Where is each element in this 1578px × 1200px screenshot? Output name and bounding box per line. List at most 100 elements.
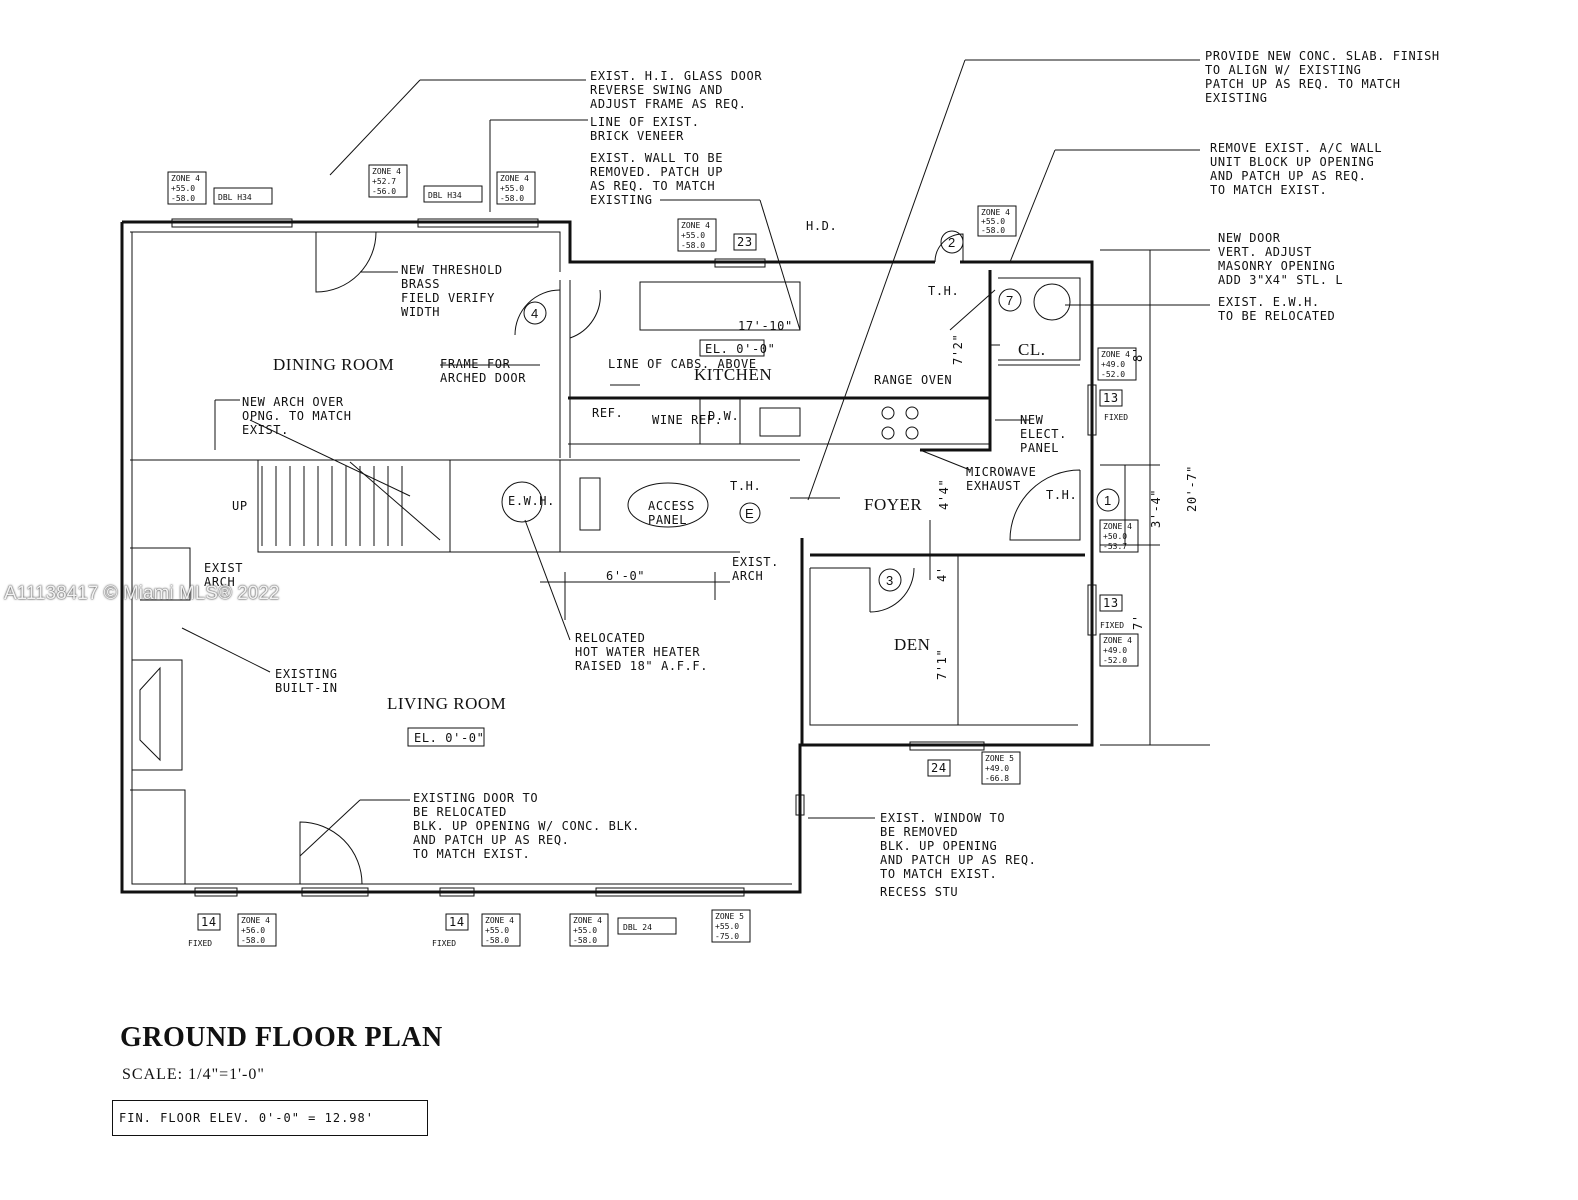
zone-tag: ZONE 4: [500, 174, 529, 183]
kitchen-counter: [699, 398, 919, 444]
zone-tag: -58.0: [681, 241, 705, 250]
zone-tag: +49.0: [985, 764, 1009, 773]
svg-text:PANEL: PANEL: [648, 513, 687, 527]
svg-text:REMOVE EXIST. A/C WALL: REMOVE EXIST. A/C WALL: [1210, 141, 1382, 155]
window-tag-14a: 14: [201, 915, 217, 929]
zone-tag: -52.0: [1101, 370, 1125, 379]
zone-tag: ZONE 4: [372, 167, 401, 176]
svg-text:TO MATCH EXIST.: TO MATCH EXIST.: [880, 867, 997, 881]
svg-text:ARCHED DOOR: ARCHED DOOR: [440, 371, 526, 385]
room-label-kitchen: KITCHEN: [694, 365, 772, 384]
zone-tag: ZONE 4: [573, 916, 602, 925]
room-label-dining: DINING ROOM: [273, 355, 394, 374]
window-tag-dbl-h34-2: DBL H34: [428, 191, 462, 200]
zone-tag: +50.0: [1103, 532, 1127, 541]
note-wall-removed: EXIST. WALL TO BE REMOVED. PATCH UP AS R…: [590, 151, 723, 207]
svg-text:NEW ARCH OVER: NEW ARCH OVER: [242, 395, 344, 409]
svg-text:FIELD VERIFY: FIELD VERIFY: [401, 291, 495, 305]
svg-text:ARCH: ARCH: [732, 569, 763, 583]
zone-tag: ZONE 4: [981, 208, 1010, 217]
bath-fixtures: [501, 283, 1071, 531]
svg-text:BRICK VENEER: BRICK VENEER: [590, 129, 684, 143]
svg-text:EXHAUST: EXHAUST: [966, 479, 1021, 493]
fixture-ewh: E.W.H.: [508, 494, 555, 508]
svg-text:ARCH: ARCH: [204, 575, 235, 589]
windows: [171, 218, 1097, 897]
svg-text:RECESS STU: RECESS STU: [880, 885, 958, 899]
fireplace: [132, 659, 183, 771]
svg-text:REMOVED. PATCH UP: REMOVED. PATCH UP: [590, 165, 723, 179]
fixed-label-1: FIXED: [1104, 413, 1128, 422]
svg-text:WIDTH: WIDTH: [401, 305, 440, 319]
zone-tag: +49.0: [1103, 646, 1127, 655]
dim-kitchen-width: 17'-10": [738, 319, 793, 333]
door-mark-7: 7: [1006, 293, 1013, 308]
note-access-panel: ACCESS PANEL: [648, 499, 695, 527]
note-new-slab: PROVIDE NEW CONC. SLAB. FINISH TO ALIGN …: [1205, 49, 1440, 105]
svg-text:VERT. ADJUST: VERT. ADJUST: [1218, 245, 1312, 259]
note-exist-arch-right: EXIST. ARCH: [732, 555, 778, 583]
kitchen-elevation: EL. 0'-0": [705, 342, 775, 356]
svg-text:PATCH UP AS REQ. TO MATCH: PATCH UP AS REQ. TO MATCH: [1205, 77, 1401, 91]
svg-text:EXISTING DOOR TO: EXISTING DOOR TO: [413, 791, 538, 805]
dim-foyer: 4'4": [937, 479, 951, 510]
door-mark-2: 2: [948, 235, 955, 250]
svg-text:ADD 3"X4" STL. L: ADD 3"X4" STL. L: [1218, 273, 1343, 287]
zone-tag: -58.0: [241, 936, 265, 945]
fixture-wine-ref: WINE REF.: [652, 413, 722, 427]
fixed-label-2: FIXED: [1100, 621, 1124, 630]
svg-text:OPNG. TO MATCH: OPNG. TO MATCH: [242, 409, 352, 423]
zone-tag: +49.0: [1101, 360, 1125, 369]
note-microwave: MICROWAVE EXHAUST: [966, 465, 1036, 493]
dim-overall-right: 20'-7": [1185, 465, 1199, 512]
finish-floor-elevation: FIN. FLOOR ELEV. 0'-0" = 12.98': [112, 1100, 428, 1136]
zone-tag: +56.0: [241, 926, 265, 935]
svg-text:AND PATCH UP AS REQ.: AND PATCH UP AS REQ.: [880, 853, 1037, 867]
mls-watermark: A11138417 © Miami MLS® 2022: [4, 583, 280, 604]
window-tag-23: 23: [737, 235, 753, 249]
svg-text:AS REQ. TO MATCH: AS REQ. TO MATCH: [590, 179, 715, 193]
note-new-door: NEW DOOR VERT. ADJUST MASONRY OPENING AD…: [1218, 231, 1343, 287]
zone-tag: ZONE 4: [681, 221, 710, 230]
svg-text:AND PATCH UP AS REQ.: AND PATCH UP AS REQ.: [413, 833, 570, 847]
zone-tag: +52.7: [372, 177, 396, 186]
svg-text:RAISED 18" A.F.F.: RAISED 18" A.F.F.: [575, 659, 708, 673]
room-label-foyer: FOYER: [864, 495, 922, 514]
svg-text:UNIT BLOCK UP OPENING: UNIT BLOCK UP OPENING: [1210, 155, 1374, 169]
plan-title: GROUND FLOOR PLAN: [120, 1022, 443, 1053]
plan-scale: SCALE: 1/4"=1'-0": [122, 1066, 265, 1083]
note-glass-door: EXIST. H.I. GLASS DOOR REVERSE SWING AND…: [590, 69, 762, 111]
svg-text:EXIST.: EXIST.: [242, 423, 289, 437]
zone-tag: ZONE 5: [715, 912, 744, 921]
dim-den: 7'1": [935, 649, 949, 680]
svg-text:PROVIDE NEW CONC. SLAB. FINISH: PROVIDE NEW CONC. SLAB. FINISH: [1205, 49, 1440, 63]
note-hot-water: RELOCATED HOT WATER HEATER RAISED 18" A.…: [575, 631, 708, 673]
note-new-arch: NEW ARCH OVER OPNG. TO MATCH EXIST.: [242, 395, 352, 437]
zone-tags: ZONE 4 +55.0 -58.0 ZONE 4 +52.7 -56.0 ZO…: [171, 167, 1132, 945]
svg-text:EXIST: EXIST: [204, 561, 243, 575]
door-mark-3: 3: [886, 573, 893, 588]
fixed-label-4: FIXED: [432, 939, 456, 948]
dim-closet: 7'2": [951, 334, 965, 365]
zone-tag: ZONE 5: [985, 754, 1014, 763]
svg-text:TO ALIGN W/ EXISTING: TO ALIGN W/ EXISTING: [1205, 63, 1362, 77]
svg-text:NEW THRESHOLD: NEW THRESHOLD: [401, 263, 503, 277]
svg-text:TO MATCH EXIST.: TO MATCH EXIST.: [413, 847, 530, 861]
zone-tag: -53.7: [1103, 542, 1127, 551]
dim-hall-width: 6'-0": [606, 569, 645, 583]
zone-tag: ZONE 4: [1101, 350, 1130, 359]
window-tag-dbl-24: DBL 24: [623, 923, 652, 932]
zone-tag: ZONE 4: [485, 916, 514, 925]
zone-tag: +55.0: [171, 184, 195, 193]
svg-text:RELOCATED: RELOCATED: [575, 631, 645, 645]
dim-right-seg: 3'-4": [1149, 489, 1163, 528]
zone-tag: ZONE 4: [241, 916, 270, 925]
note-door-relocated: EXISTING DOOR TO BE RELOCATED BLK. UP OP…: [413, 791, 639, 861]
zone-tag: ZONE 4: [171, 174, 200, 183]
door-mark-4: 4: [531, 306, 538, 321]
leader-lines: [181, 59, 1210, 857]
threshold-mark-foyer: T.H.: [1046, 488, 1077, 502]
mark-e: E: [745, 506, 754, 521]
fixed-label-3: FIXED: [188, 939, 212, 948]
svg-text:ACCESS: ACCESS: [648, 499, 695, 513]
